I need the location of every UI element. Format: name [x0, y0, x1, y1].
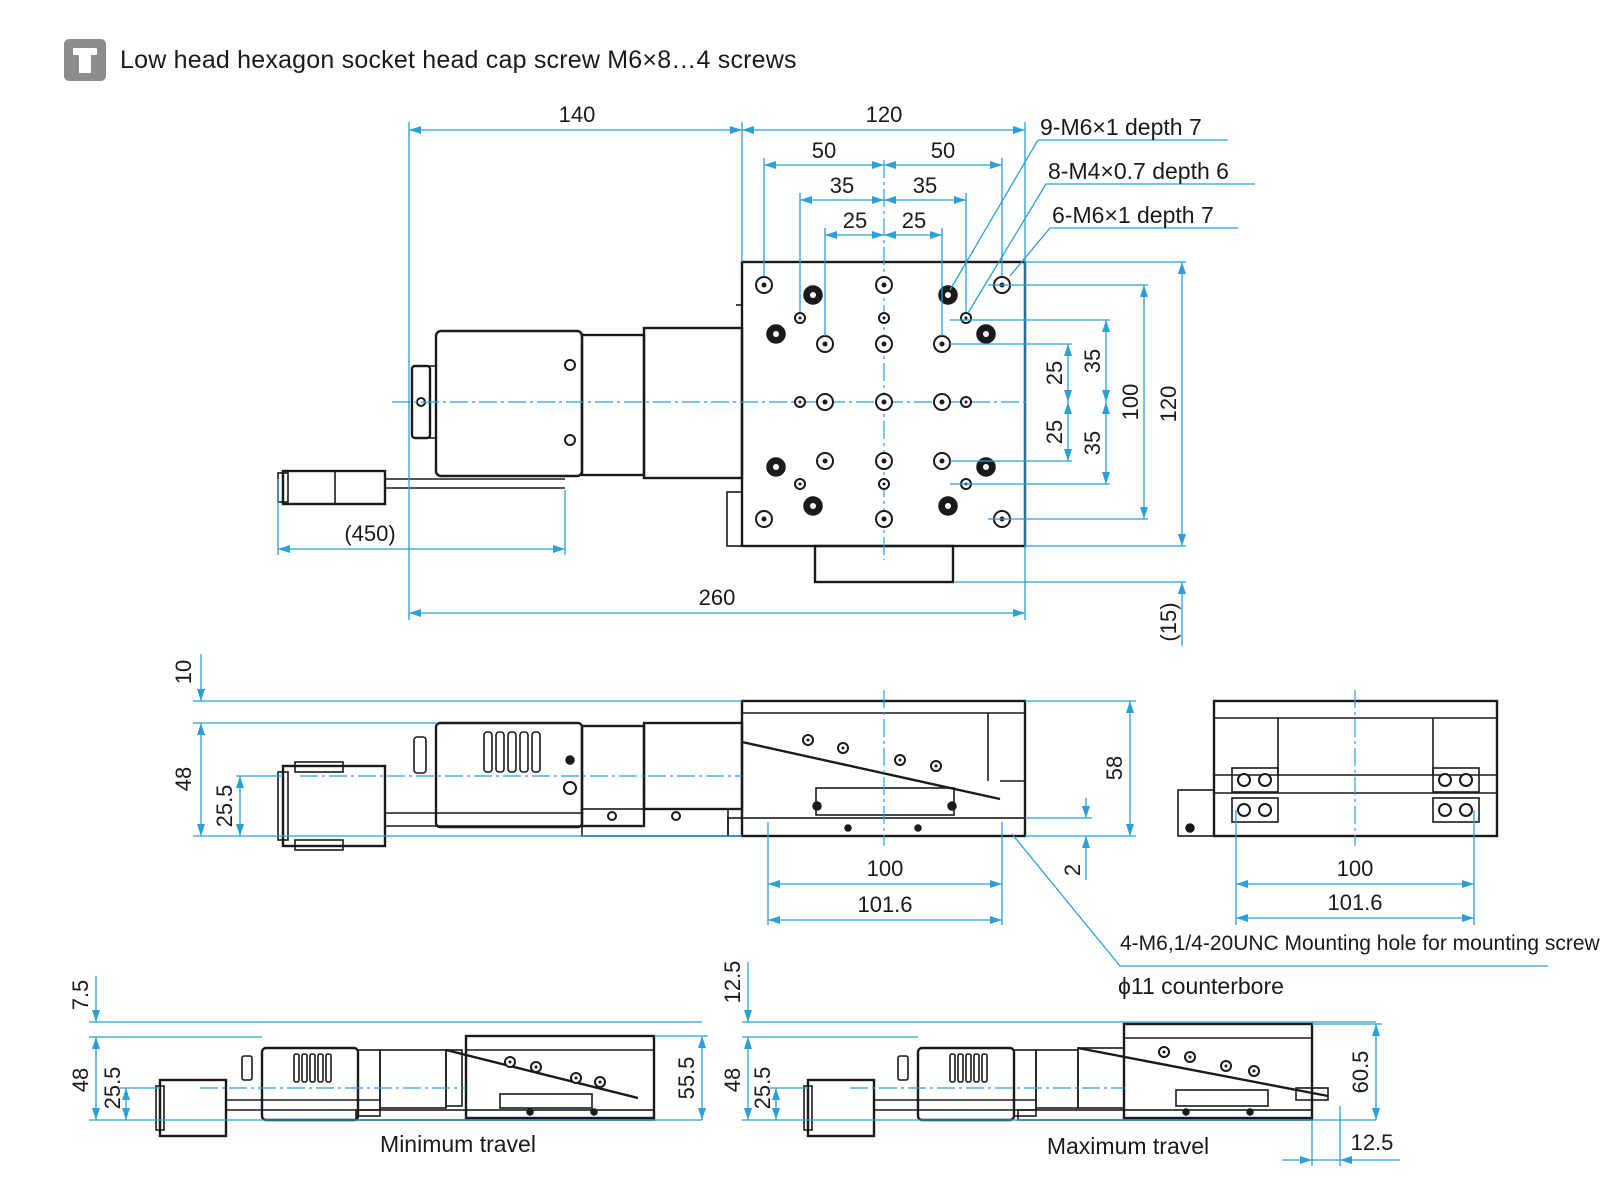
dim-v120: 120 — [1156, 386, 1181, 423]
mount-note: 4-M6,1/4-20UNC Mounting hole for mountin… — [1120, 932, 1600, 955]
dim-v25-top: 25 — [1042, 361, 1067, 385]
max-dim-25-5: 25.5 — [750, 1067, 775, 1110]
min-connector — [158, 1078, 228, 1138]
side-dim-58: 58 — [1102, 756, 1127, 780]
dim-50-left: 50 — [812, 138, 836, 163]
counterbore-note: ϕ11 counterbore — [1118, 973, 1284, 999]
top-view: 140 120 50 50 35 35 25 25 9-M6×1 depth 7… — [277, 102, 1255, 646]
connector — [281, 469, 387, 506]
min-stage — [464, 1034, 656, 1120]
side-connector — [281, 764, 387, 848]
callout-m6-6: 6-M6×1 depth 7 — [1052, 202, 1214, 228]
header-title: Low head hexagon socket head cap screw M… — [120, 45, 797, 74]
dim-v100: 100 — [1118, 384, 1143, 421]
max-dim-h12-5: 12.5 — [1351, 1130, 1394, 1155]
min-dim-48: 48 — [68, 1068, 93, 1092]
side-dim-25-5: 25.5 — [212, 785, 237, 828]
max-dim-48: 48 — [720, 1068, 745, 1092]
side-dim-100: 100 — [867, 856, 904, 881]
end-view: 100 101.6 — [1177, 690, 1499, 925]
max-dim-60-5: 60.5 — [1348, 1051, 1373, 1094]
min-travel-caption: Minimum travel — [380, 1131, 536, 1157]
maximum-travel-view: 12.5 48 25.5 60.5 12.5 Maximum travel — [720, 961, 1400, 1166]
header: Low head hexagon socket head cap screw M… — [64, 38, 797, 82]
side-dim-2: 2 — [1060, 864, 1085, 876]
side-dim-48: 48 — [171, 767, 196, 791]
dim-450: (450) — [344, 521, 395, 546]
end-dim-100: 100 — [1337, 856, 1374, 881]
min-dim-25-5: 25.5 — [100, 1067, 125, 1110]
dim-120-top: 120 — [866, 102, 903, 127]
callout-m4-8: 8-M4×0.7 depth 6 — [1048, 158, 1229, 184]
dim-260: 260 — [699, 585, 736, 610]
dim-35-right: 35 — [913, 173, 937, 198]
dim-v15: (15) — [1156, 602, 1181, 641]
max-travel-caption: Maximum travel — [1047, 1133, 1209, 1159]
dim-25-left: 25 — [843, 208, 867, 233]
motor-body — [434, 329, 584, 478]
min-dim-7-5: 7.5 — [68, 980, 93, 1011]
dim-v35-bot: 35 — [1080, 431, 1105, 455]
dim-50-right: 50 — [931, 138, 955, 163]
min-dim-55-5: 55.5 — [674, 1057, 699, 1100]
dim-35-left: 35 — [830, 173, 854, 198]
side-dim-101-6: 101.6 — [857, 892, 912, 917]
dim-v35-top: 35 — [1080, 349, 1105, 373]
side-view: 10 48 25.5 58 2 100 101.6 4-M6,1/4-20UNC… — [171, 654, 1600, 999]
callout-m6-9: 9-M6×1 depth 7 — [1040, 114, 1202, 140]
minimum-travel-view: 7.5 48 25.5 55.5 Minimum travel — [68, 976, 708, 1157]
dim-v25-bot: 25 — [1042, 420, 1067, 444]
dim-140: 140 — [559, 102, 596, 127]
max-connector — [806, 1078, 876, 1138]
screw-type-icon — [64, 39, 106, 81]
dim-25-right: 25 — [902, 208, 926, 233]
side-motor — [434, 721, 584, 829]
side-dim-10: 10 — [171, 660, 196, 684]
max-dim-12-5: 12.5 — [720, 961, 745, 1004]
end-dim-101-6: 101.6 — [1327, 890, 1382, 915]
